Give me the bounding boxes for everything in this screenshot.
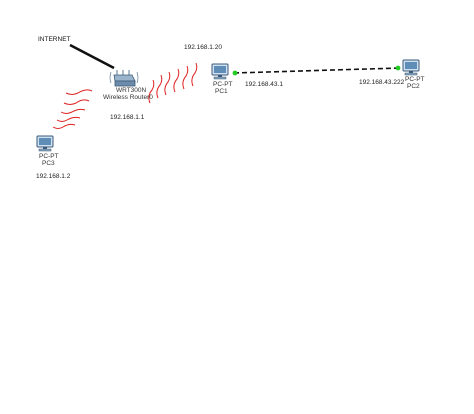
pc1-wired-ip-label: 192.168.43.1: [245, 81, 283, 88]
internet-link[interactable]: [69, 43, 115, 70]
wireless-router-icon[interactable]: [109, 70, 139, 87]
link-light-pc2: [395, 65, 401, 71]
internet-label: INTERNET: [38, 36, 71, 43]
pc3-type-label: PC-PT: [39, 153, 59, 160]
pc1-icon[interactable]: [211, 63, 229, 80]
pc2-name-label: PC2: [407, 83, 420, 90]
pc1-wireless-ip-label: 192.168.1.20: [184, 44, 222, 51]
router-ip-label: 192.168.1.1: [110, 114, 145, 121]
router-model-label: WRT300N: [116, 87, 147, 94]
link-light-pc1: [232, 70, 238, 76]
pc3-ip-label: 192.168.1.2: [36, 173, 71, 180]
pc3-icon[interactable]: [36, 135, 54, 152]
pc2-icon[interactable]: [402, 59, 420, 76]
pc3-name-label: PC3: [42, 160, 55, 167]
pc1-name-label: PC1: [215, 88, 228, 95]
cable-pc1-pc2[interactable]: [233, 67, 401, 74]
pc2-ip-label: 192.168.43.222: [359, 79, 405, 86]
wireless-signal-router-pc1: [148, 62, 198, 104]
router-name-label: Wireless Router0: [103, 94, 153, 101]
wireless-signal-router-pc3: [52, 89, 93, 129]
pc1-type-label: PC-PT: [213, 81, 233, 88]
pc2-type-label: PC-PT: [405, 76, 425, 83]
